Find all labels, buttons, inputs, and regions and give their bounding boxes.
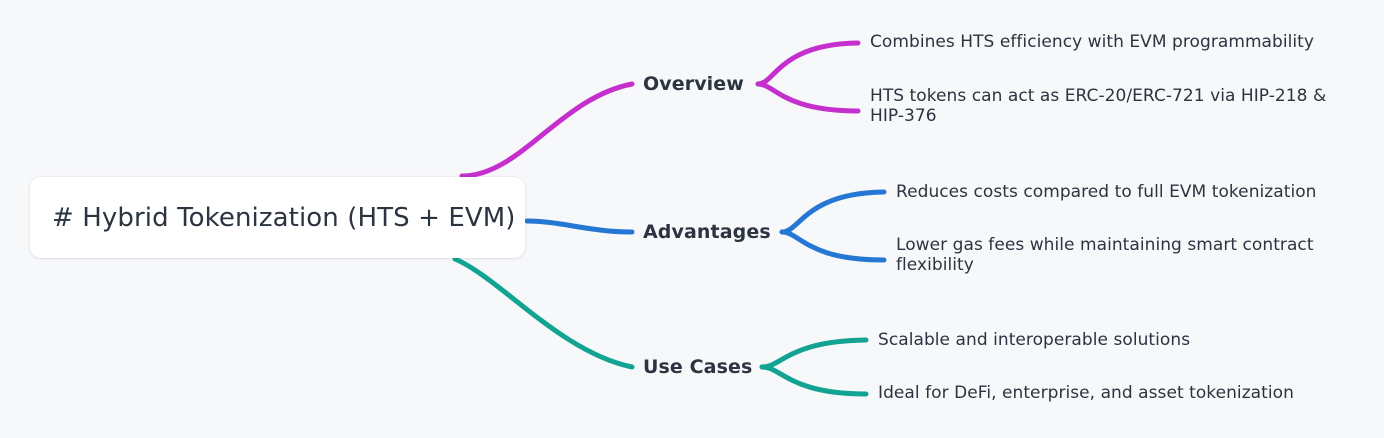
- edge-root-to-usecases: [452, 256, 635, 370]
- leaf-usecases-2[interactable]: Ideal for DeFi, enterprise, and asset to…: [878, 383, 1328, 403]
- root-node-label: # Hybrid Tokenization (HTS + EVM): [52, 202, 516, 233]
- edge-advantages-to-leaf-1: [779, 189, 887, 235]
- edge-root-to-advantages: [524, 218, 635, 235]
- branch-label-usecases[interactable]: Use Cases: [643, 356, 753, 378]
- edge-usecases-to-leaf-2: [759, 364, 869, 397]
- leaf-advantages-2-line2: flexibility: [896, 255, 974, 275]
- leaf-overview-1[interactable]: Combines HTS efficiency with EVM program…: [870, 32, 1340, 52]
- leaf-advantages-1[interactable]: Reduces costs compared to full EVM token…: [896, 182, 1346, 202]
- leaf-advantages-1-line1: Reduces costs compared to full EVM token…: [896, 182, 1317, 202]
- leaf-overview-1-line1: Combines HTS efficiency with EVM program…: [870, 32, 1315, 52]
- edge-overview-to-leaf-1: [755, 40, 861, 87]
- leaf-advantages-2[interactable]: Lower gas fees while maintaining smart c…: [896, 235, 1346, 275]
- root-node[interactable]: # Hybrid Tokenization (HTS + EVM): [30, 177, 525, 258]
- leaf-usecases-1-line1: Scalable and interoperable solutions: [878, 330, 1191, 350]
- leaf-advantages-2-line1: Lower gas fees while maintaining smart c…: [896, 235, 1314, 255]
- branch-label-overview[interactable]: Overview: [643, 73, 744, 95]
- leaf-overview-2-line2: HIP-376: [870, 106, 937, 126]
- edge-root-to-overview: [459, 81, 635, 179]
- leaf-usecases-1[interactable]: Scalable and interoperable solutions: [878, 330, 1328, 350]
- leaf-overview-2-line1: HTS tokens can act as ERC-20/ERC-721 via…: [870, 86, 1327, 106]
- leaf-overview-2[interactable]: HTS tokens can act as ERC-20/ERC-721 via…: [870, 86, 1340, 126]
- edge-usecases-to-leaf-1: [759, 337, 869, 370]
- branch-label-advantages[interactable]: Advantages: [643, 221, 771, 243]
- leaf-usecases-2-line1: Ideal for DeFi, enterprise, and asset to…: [878, 383, 1294, 403]
- edge-overview-to-leaf-2: [755, 81, 861, 114]
- edge-advantages-to-leaf-2: [779, 229, 887, 263]
